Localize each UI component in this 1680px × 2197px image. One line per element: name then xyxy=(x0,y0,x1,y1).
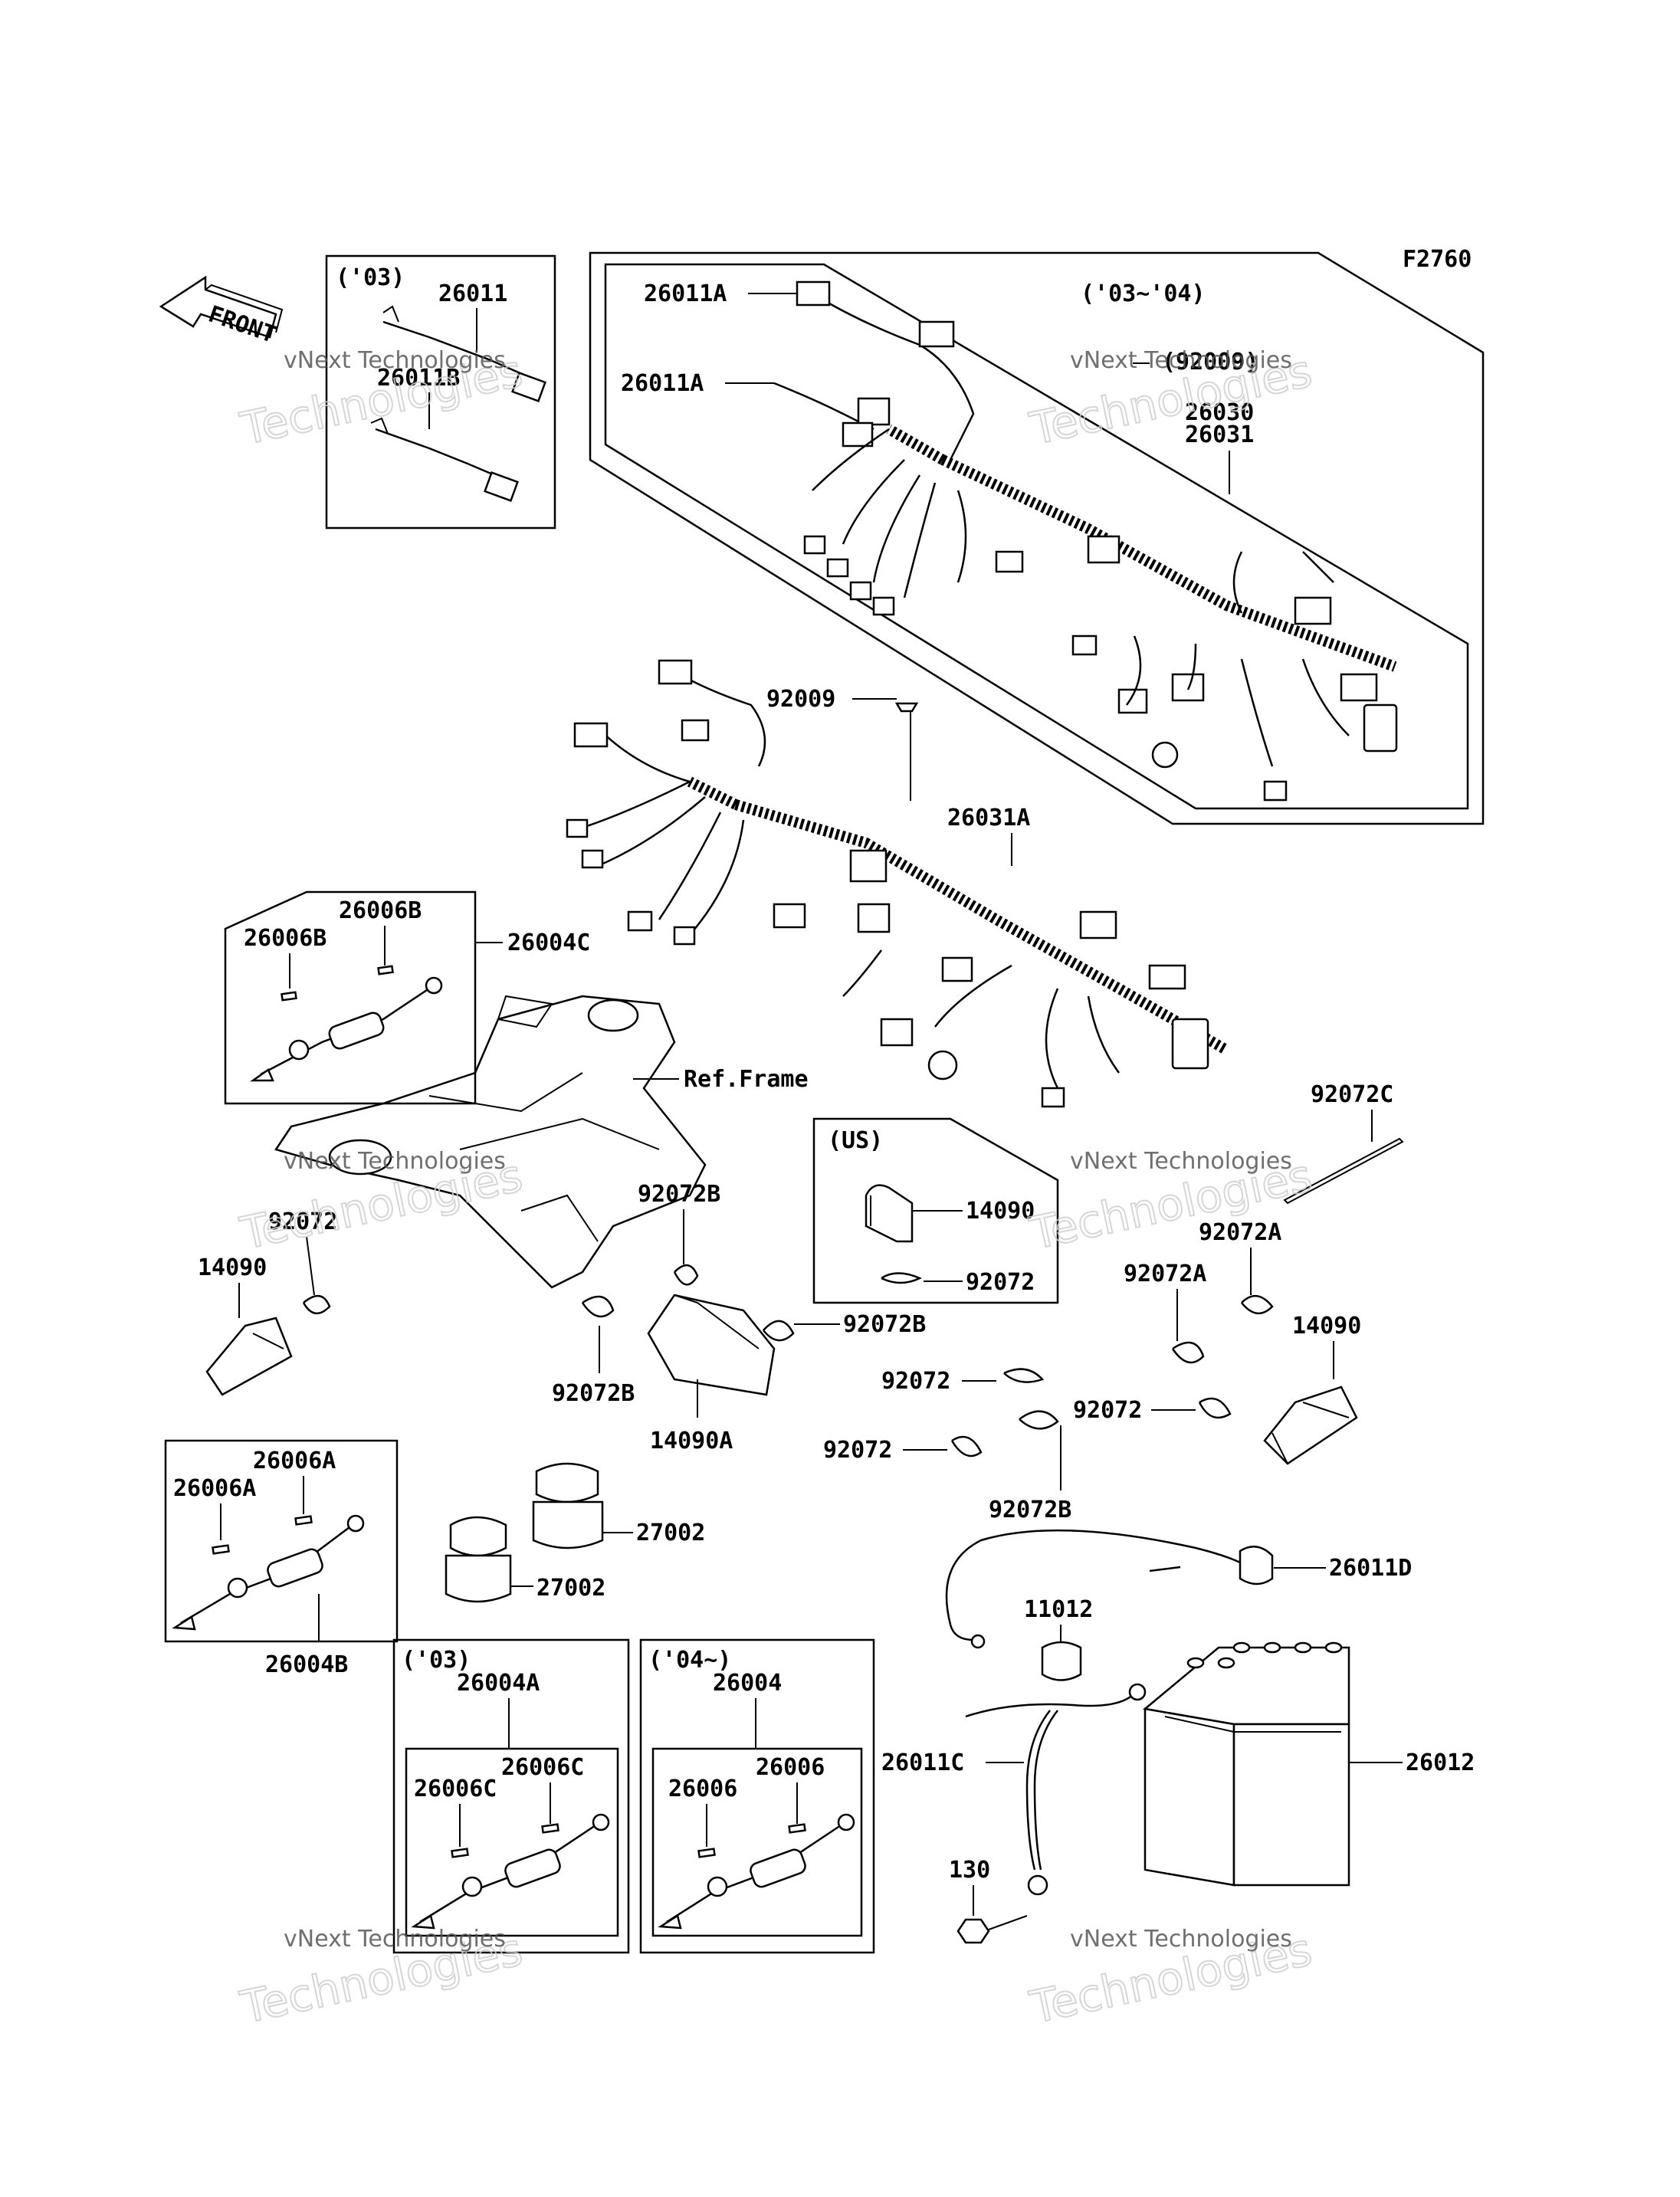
label-92072-us: 92072 xyxy=(966,1269,1035,1296)
frame-ref: Ref.Frame xyxy=(274,995,809,1289)
box-26004C: 26006B 26006B 26004C xyxy=(224,890,590,1105)
label-92072-mid2: 92072 xyxy=(1073,1397,1142,1424)
label-26030: 26030 xyxy=(1185,399,1254,426)
box-26004-04: ('04~) 26004 26006 26006 xyxy=(639,1638,875,1954)
box-year-04: ('04~) xyxy=(648,1647,731,1674)
label-27002-upper: 27002 xyxy=(636,1520,705,1546)
label-92009-paren: (92009) xyxy=(1162,349,1258,375)
label-26011C: 26011C xyxy=(881,1749,964,1776)
label-26006C-left: 26006C xyxy=(414,1776,497,1802)
watermark-5: vNext Technologies xyxy=(284,1926,506,1953)
label-26011A-second: 26011A xyxy=(621,370,704,397)
label-92072A-upper: 92072A xyxy=(1199,1219,1281,1246)
label-26006B-right: 26006B xyxy=(339,897,422,924)
label-92072B-right: 92072B xyxy=(843,1311,926,1338)
box-year-03-04: ('03~'04) xyxy=(1081,280,1206,307)
label-26006A-left: 26006A xyxy=(173,1475,256,1502)
label-26031: 26031 xyxy=(1185,421,1254,448)
label-26006A-right: 26006A xyxy=(253,1448,336,1474)
box-26004B: 26006A 26006A 26004B xyxy=(164,1439,399,1678)
label-14090A: 14090A xyxy=(650,1428,733,1454)
label-26004B: 26004B xyxy=(265,1651,348,1678)
box-26011-03: ('03) 26011 26011B xyxy=(325,254,556,530)
box-harness-03-04: ('03~'04) 26011A 26011A (92009) 26030 26… xyxy=(589,251,1485,825)
tie-strap-92072C: 92072C xyxy=(1283,1081,1404,1205)
label-92072C: 92072C xyxy=(1311,1081,1393,1108)
label-26004A: 26004A xyxy=(457,1670,540,1697)
label-92009: 92009 xyxy=(766,686,835,713)
label-92072-left: 92072 xyxy=(268,1208,337,1235)
box-26004A-03: ('03) 26004A 26006C 26006C xyxy=(392,1638,630,1954)
label-14090-us: 14090 xyxy=(966,1198,1035,1225)
box-year-03: ('03) xyxy=(402,1647,471,1674)
battery-group: 26011D 11012 26011C 130 26012 xyxy=(881,1529,1475,1944)
label-11012: 11012 xyxy=(1024,1596,1093,1623)
label-26012: 26012 xyxy=(1406,1749,1475,1776)
cover-14090-left: 92072 14090 xyxy=(198,1208,337,1396)
cover-14090A: 92072B 92072B 14090A 92072B xyxy=(552,1181,926,1454)
label-26006-right: 26006 xyxy=(756,1754,825,1781)
label-92072-mid1: 92072 xyxy=(881,1368,950,1395)
label-26004: 26004 xyxy=(713,1670,782,1697)
main-harness-26031A: 92009 26031A xyxy=(566,659,1229,1108)
label-26031A: 26031A xyxy=(947,805,1030,831)
figure-code: F2760 xyxy=(1403,246,1472,273)
label-130: 130 xyxy=(949,1857,990,1884)
box-year-03-top: ('03) xyxy=(336,264,405,291)
switches-27002: 27002 27002 xyxy=(445,1462,705,1603)
label-14090-right: 14090 xyxy=(1292,1313,1361,1340)
watermark-4: vNext Technologies xyxy=(1070,1148,1292,1175)
watermark-3: vNext Technologies xyxy=(284,1148,506,1175)
front-label: FRONT xyxy=(205,300,279,348)
label-92072A-lower: 92072A xyxy=(1124,1261,1206,1287)
label-ref-frame: Ref.Frame xyxy=(684,1066,809,1093)
watermark-2: vNext Technologies xyxy=(1070,347,1292,374)
box-us: (US) 14090 92072 xyxy=(812,1117,1059,1304)
label-26006B-left: 26006B xyxy=(244,925,326,952)
label-92072B-top: 92072B xyxy=(638,1181,720,1208)
label-92072B-left: 92072B xyxy=(552,1380,635,1407)
clips-92072-middle: 92072 92072B 92072 92072 xyxy=(823,1368,1232,1523)
label-27002-lower: 27002 xyxy=(536,1575,605,1602)
front-arrow-icon: FRONT xyxy=(159,275,284,349)
box-us-label: (US) xyxy=(828,1127,883,1154)
label-26004C: 26004C xyxy=(507,930,590,956)
label-26011A-top: 26011A xyxy=(644,280,727,307)
label-26011B: 26011B xyxy=(377,365,460,392)
label-26006-left: 26006 xyxy=(668,1776,737,1802)
label-26006C-right: 26006C xyxy=(501,1754,584,1781)
label-26011: 26011 xyxy=(438,280,507,307)
label-26011D: 26011D xyxy=(1329,1555,1412,1582)
connector-a1 xyxy=(796,280,831,307)
cover-14090-right: 92072A 92072A 14090 xyxy=(1124,1219,1361,1465)
label-92072-mid3: 92072 xyxy=(823,1437,892,1464)
watermark-6: vNext Technologies xyxy=(1070,1926,1292,1953)
label-92072B-bottom: 92072B xyxy=(989,1497,1071,1523)
label-14090-left: 14090 xyxy=(198,1254,267,1281)
watermark-1: vNext Technologies xyxy=(284,347,506,374)
